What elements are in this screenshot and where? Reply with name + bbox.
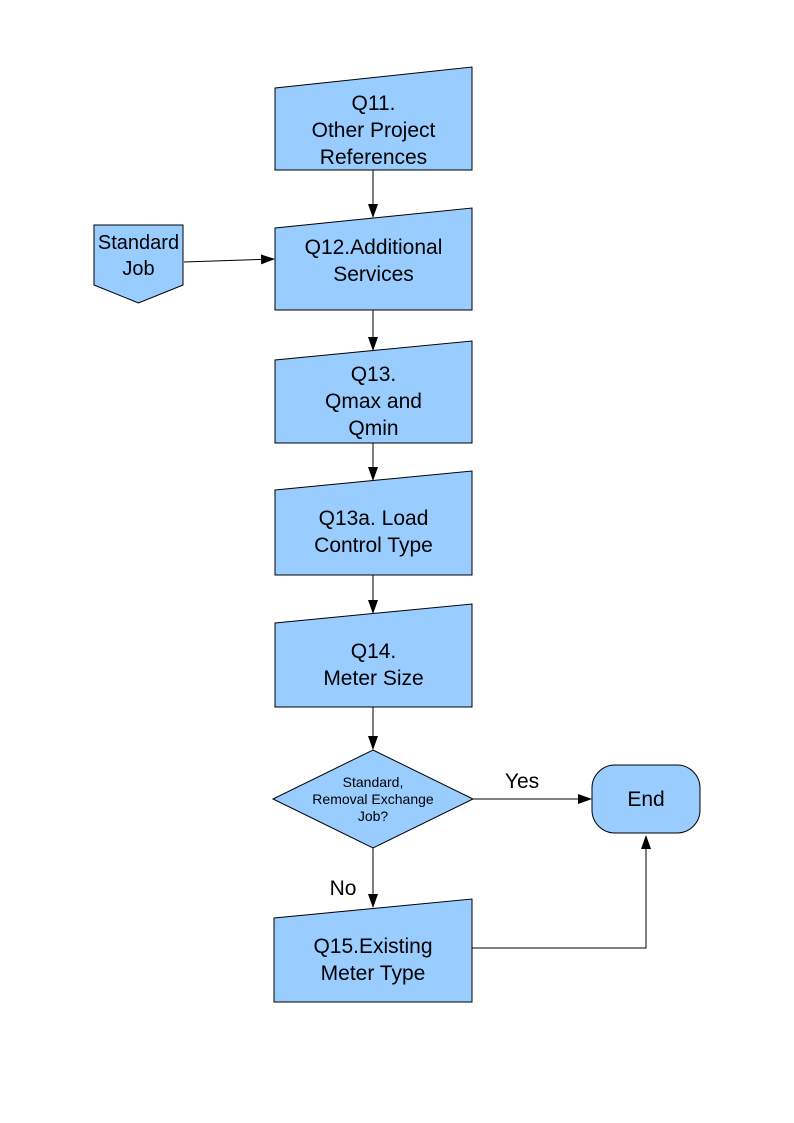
edge-standardjob-q12 <box>183 254 275 265</box>
yes-label: Yes <box>504 769 540 793</box>
standard-job-label: Standard Job <box>97 232 180 280</box>
q14-shape <box>274 603 473 708</box>
end-label: End <box>627 787 665 811</box>
q13-label: Q13. Qmax and Qmin <box>325 363 422 440</box>
q12-shape <box>274 207 473 311</box>
decision-diamond <box>271 749 475 849</box>
no-label: No <box>329 876 357 900</box>
edge-q15-end <box>472 835 651 949</box>
end-terminator <box>591 764 701 834</box>
q15-shape <box>273 898 473 1003</box>
q13-shape <box>274 340 473 444</box>
q15-label: Q15.Existing Meter Type <box>313 935 433 985</box>
q11-shape <box>274 66 473 171</box>
q12-label: Q12.Additional Services <box>304 236 443 286</box>
q14-label: Q14. Meter Size <box>323 640 424 690</box>
q11-label: Q11. Other Project References <box>311 92 436 169</box>
q13a-label: Q13a. Load Control Type <box>314 507 433 557</box>
q13a-shape <box>274 470 473 576</box>
decision-label: Standard, Removal Exchange Job? <box>312 774 434 824</box>
standard-job-shape <box>93 224 184 304</box>
